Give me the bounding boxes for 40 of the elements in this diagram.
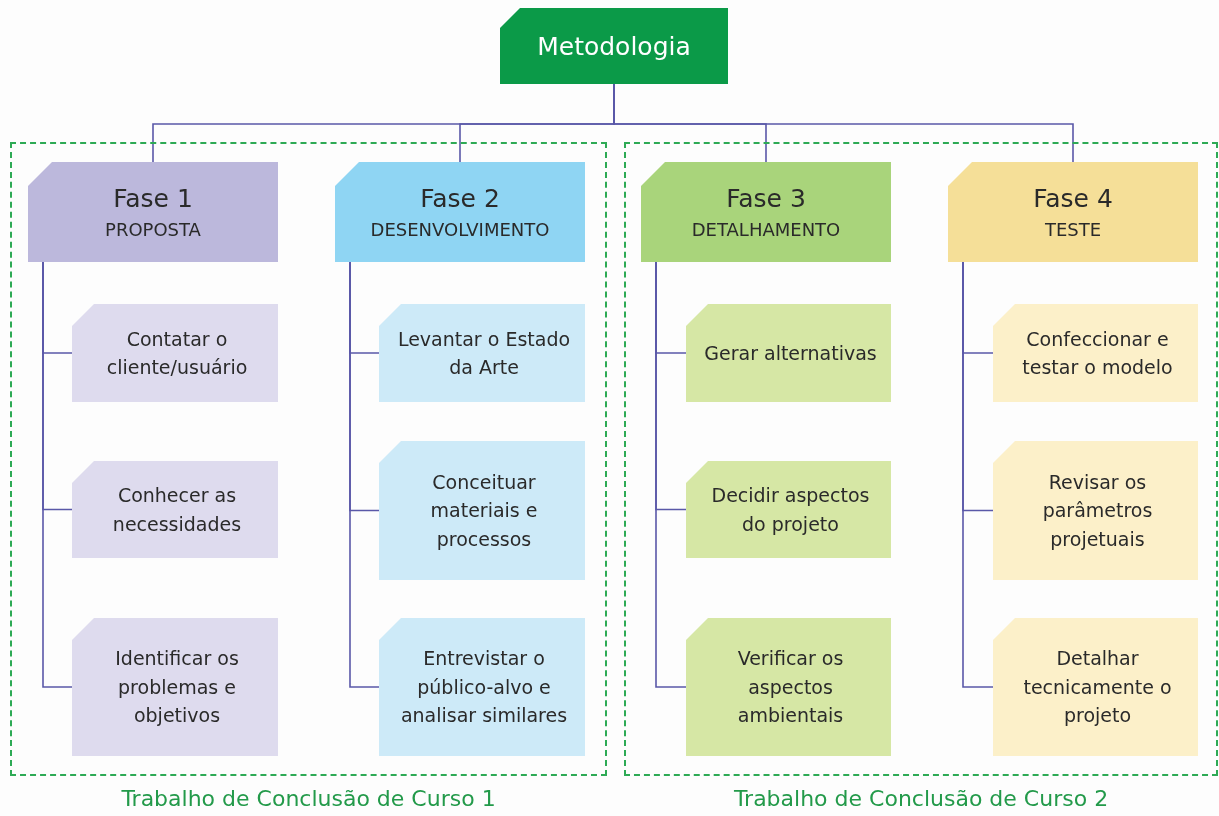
phase-title: Fase 4 [1033, 184, 1113, 213]
phase-subtitle: PROPOSTA [105, 219, 201, 240]
title-text: Metodologia [537, 31, 691, 61]
phase-box [335, 162, 585, 262]
phase-box [641, 162, 891, 262]
group-label: Trabalho de Conclusão de Curso 1 [120, 786, 497, 811]
phase-title: Fase 1 [113, 184, 193, 213]
phase-box [28, 162, 278, 262]
step-text: Detalhar tecnicamente o projeto [1022, 646, 1173, 729]
step-box [993, 441, 1198, 580]
step-text: Entrevistar o público-alvo e analisar similares [399, 646, 569, 729]
step-box [72, 618, 278, 756]
phase-subtitle: DETALHAMENTO [691, 219, 841, 240]
phase-title: Fase 3 [726, 184, 806, 213]
step-text: Contatar o cliente/usuário [105, 326, 249, 380]
step-box [379, 441, 585, 580]
step-box [379, 618, 585, 756]
phase-subtitle: DESENVOLVIMENTO [370, 219, 550, 240]
step-text: Conceituar materiais e processos [429, 469, 539, 552]
step-box [72, 461, 278, 558]
step-text: Confeccionar e testar o modelo [1021, 326, 1174, 380]
step-box [72, 304, 278, 402]
step-box [686, 304, 891, 402]
step-text: Identificar os problemas e objetivos [114, 646, 240, 729]
phase-subtitle: TESTE [1044, 219, 1102, 240]
step-text: Decidir aspectos do projeto [710, 483, 871, 537]
step-box [993, 304, 1198, 402]
step-text: Revisar os parâmetros projetuais [1041, 469, 1154, 552]
step-text: Levantar o Estado da Arte [396, 326, 572, 380]
step-box [993, 618, 1198, 756]
phase-title: Fase 2 [420, 184, 500, 213]
step-text: Gerar alternativas [704, 340, 877, 366]
step-box [686, 461, 891, 558]
group-label: Trabalho de Conclusão de Curso 2 [732, 786, 1110, 811]
step-box [686, 618, 891, 756]
step-text: Conhecer as necessidades [111, 483, 243, 537]
step-text: Verificar os aspectos ambientais [736, 646, 845, 729]
phase-box [948, 162, 1198, 262]
step-box [379, 304, 585, 402]
title-box [500, 8, 728, 84]
